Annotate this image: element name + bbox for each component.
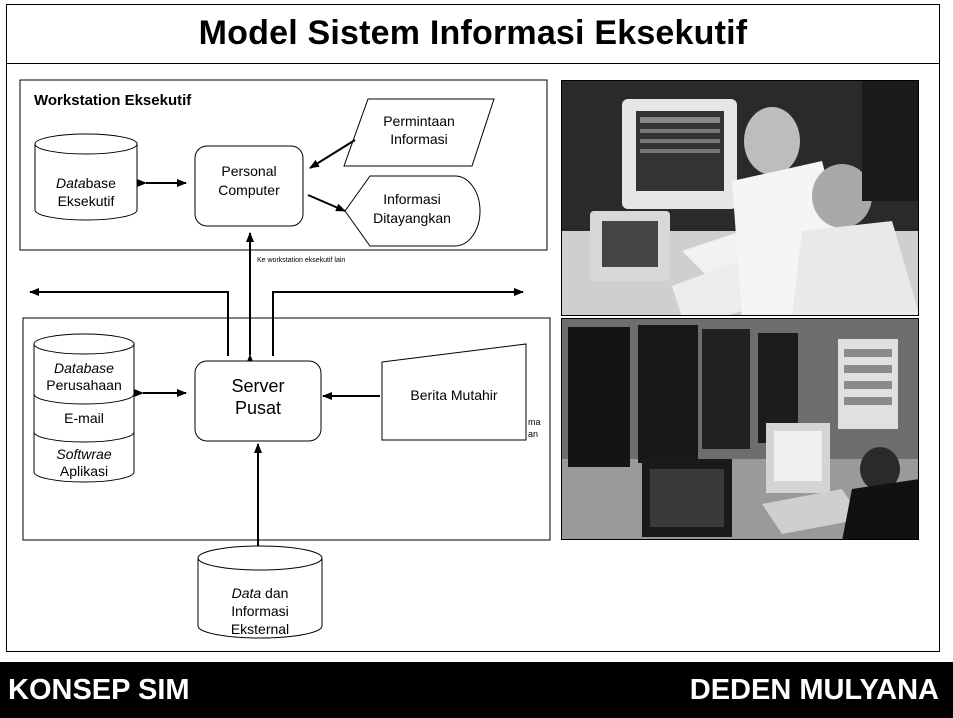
personal-computer-line1: Personal: [221, 163, 276, 179]
software-line2: Aplikasi: [60, 463, 108, 479]
arrow-request-pc: [309, 139, 356, 169]
clipped-text-line2: an: [528, 429, 538, 439]
server-room-photo: [561, 318, 919, 540]
central-server-line1: Server: [231, 376, 284, 396]
external-data-italic: Data: [232, 585, 262, 601]
svg-text:Database: Database: [56, 175, 116, 191]
information-request-line1: Permintaan: [383, 113, 455, 129]
executive-database-line2: Eksekutif: [58, 193, 115, 209]
workstation-box: [19, 79, 548, 251]
software-line1: Softwrae: [56, 446, 111, 462]
workstation-link-note: Ke workstation eksekutif lain: [257, 257, 345, 264]
executive-database-cylinder: Database Eksekutif: [34, 133, 138, 221]
central-server-box: Server Pusat: [194, 360, 322, 442]
personal-computer-line2: Computer: [218, 182, 280, 198]
external-data-cylinder: Data dan Informasi Eksternal: [197, 545, 323, 639]
arrow-network-left: [29, 288, 229, 356]
svg-text:Data dan: Data dan: [232, 585, 289, 601]
information-display-output: Informasi Ditayangkan: [344, 175, 481, 247]
footer-course-title: KONSEP SIM: [8, 673, 190, 706]
footer-bar: KONSEP SIM DEDEN MULYANA: [0, 662, 953, 718]
email-label: E-mail: [64, 410, 104, 426]
clipped-text-line1: ma: [528, 417, 541, 427]
corporate-database-line1: Database: [54, 360, 114, 376]
footer-author: DEDEN MULYANA: [689, 673, 939, 706]
arrow-network-right: [272, 288, 524, 356]
title-bar: Model Sistem Informasi Eksekutif: [6, 4, 940, 64]
slide-frame: [6, 4, 940, 652]
corporate-database-line2: Perusahaan: [46, 377, 122, 393]
information-request-line2: Informasi: [390, 131, 448, 147]
news-label: Berita Mutahir: [410, 387, 497, 403]
information-display-line2: Ditayangkan: [373, 210, 451, 226]
information-display-line1: Informasi: [383, 191, 441, 207]
executive-database-rest: base: [86, 175, 117, 191]
external-data-line3: Eksternal: [231, 621, 289, 637]
external-data-rest: dan: [261, 585, 288, 601]
executive-workstation-photo: [561, 80, 919, 316]
central-server-line2: Pusat: [235, 398, 281, 418]
slide-title: Model Sistem Informasi Eksekutif: [198, 14, 748, 52]
server-box: [22, 317, 551, 541]
arrow-pc-display: [307, 194, 346, 212]
news-input: Berita Mutahir: [381, 343, 527, 441]
personal-computer-box: Personal Computer: [194, 145, 304, 227]
external-data-line2: Informasi: [231, 603, 289, 619]
workstation-label: Workstation Eksekutif: [34, 92, 192, 109]
corporate-database-stack: Database Perusahaan E-mail Softwrae Apli…: [33, 333, 135, 483]
executive-database-italic: Data: [56, 175, 86, 191]
information-request-input: Permintaan Informasi: [343, 98, 495, 167]
